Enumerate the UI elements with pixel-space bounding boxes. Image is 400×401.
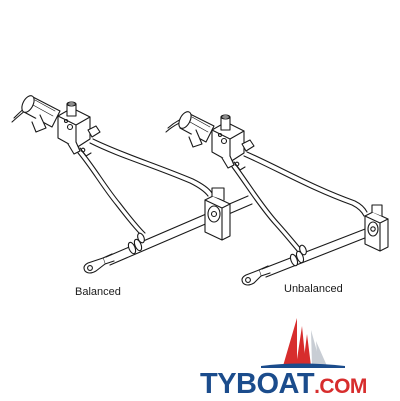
hydraulic-hoses-right	[231, 151, 368, 253]
tiller-clamp-left	[204, 187, 231, 241]
balanced-assembly	[11, 95, 253, 274]
unbalanced-assembly	[165, 111, 389, 286]
pump-motor-left	[11, 95, 61, 133]
valve-block-right	[211, 114, 255, 171]
balanced-label: Balanced	[75, 286, 121, 298]
cylinder-right	[241, 223, 381, 286]
hydraulic-hoses-left	[77, 138, 213, 236]
logo-text: TYBOAT	[200, 368, 315, 400]
logo-tld: .COM	[314, 375, 367, 398]
sail-logo-icon	[261, 318, 345, 368]
tyboat-logo[interactable]: TYBOAT.COM	[200, 368, 367, 401]
unbalanced-label: Unbalanced	[284, 283, 343, 295]
pump-motor-right	[165, 111, 215, 148]
valve-block-left	[57, 101, 101, 157]
tiller-clamp-right	[364, 204, 389, 252]
